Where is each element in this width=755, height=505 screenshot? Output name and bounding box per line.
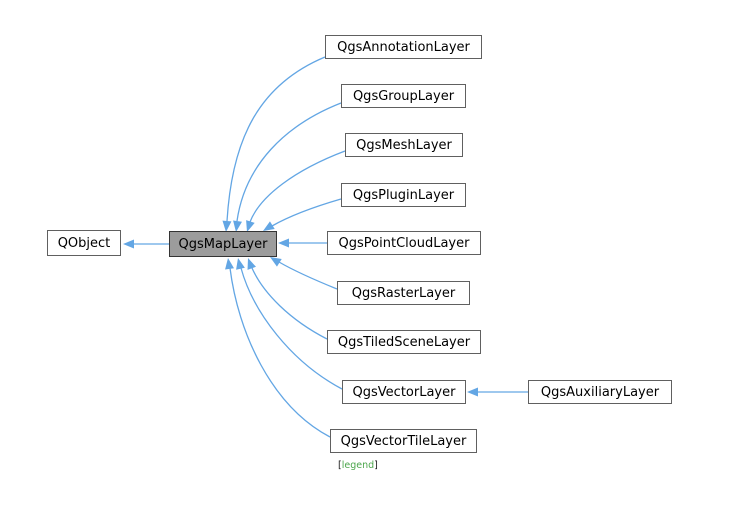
- arrowhead-icon: [278, 238, 289, 248]
- class-node-pointcloud[interactable]: QgsPointCloudLayer: [327, 231, 481, 255]
- arrowhead-icon: [467, 387, 478, 397]
- legend-open-bracket: [: [338, 460, 342, 471]
- class-node-tiledscene[interactable]: QgsTiledSceneLayer: [327, 330, 481, 354]
- legend-label: legend: [341, 460, 375, 471]
- arrowhead-icon: [233, 220, 242, 232]
- class-node-group[interactable]: QgsGroupLayer: [341, 84, 466, 108]
- class-node-auxiliary[interactable]: QgsAuxiliaryLayer: [528, 380, 672, 404]
- arrowhead-icon: [225, 258, 234, 270]
- arrowhead-icon: [270, 257, 282, 267]
- inheritance-edge-mesh-to-qgsmaplayer: [249, 150, 346, 223]
- class-node-vector[interactable]: QgsVectorLayer: [342, 380, 466, 404]
- class-node-label: QgsPointCloudLayer: [338, 235, 470, 251]
- inheritance-edge-tiledscene-to-qgsmaplayer: [251, 267, 328, 340]
- class-node-label: QgsVectorLayer: [352, 384, 456, 400]
- inheritance-edge-annotation-to-qgsmaplayer: [226, 56, 326, 222]
- class-node-label: QgsTiledSceneLayer: [337, 334, 471, 350]
- arrowhead-icon: [246, 220, 255, 232]
- inheritance-edge-plugin-to-qgsmaplayer: [271, 198, 342, 227]
- legend-close-bracket: ]: [374, 460, 378, 471]
- class-node-raster[interactable]: QgsRasterLayer: [337, 281, 470, 305]
- arrowhead-icon: [263, 221, 275, 231]
- class-node-label: QgsRasterLayer: [351, 285, 456, 301]
- legend-link[interactable]: [legend]: [338, 460, 378, 471]
- inheritance-edge-raster-to-qgsmaplayer: [278, 261, 338, 290]
- class-node-label: QgsMeshLayer: [356, 137, 452, 153]
- arrowhead-icon: [247, 258, 256, 270]
- class-node-label: QgsMapLayer: [178, 236, 268, 252]
- class-node-label: QgsAuxiliaryLayer: [540, 384, 660, 400]
- class-node-label: QgsAnnotationLayer: [337, 39, 470, 55]
- arrowhead-icon: [222, 220, 232, 232]
- class-node-label: QgsGroupLayer: [352, 88, 455, 104]
- inheritance-edge-group-to-qgsmaplayer: [236, 102, 342, 222]
- class-node-qgsmaplayer[interactable]: QgsMapLayer: [169, 231, 277, 257]
- class-node-qobject[interactable]: QObject: [47, 230, 121, 256]
- class-node-annotation[interactable]: QgsAnnotationLayer: [325, 35, 482, 59]
- arrowhead-icon: [236, 258, 245, 270]
- inheritance-edge-vector-to-qgsmaplayer: [240, 267, 343, 390]
- class-node-plugin[interactable]: QgsPluginLayer: [341, 183, 466, 207]
- class-node-vectortile[interactable]: QgsVectorTileLayer: [330, 429, 477, 453]
- arrowhead-icon: [123, 239, 134, 249]
- class-node-label: QObject: [57, 235, 111, 251]
- class-node-label: QgsPluginLayer: [352, 187, 455, 203]
- class-node-mesh[interactable]: QgsMeshLayer: [345, 133, 463, 157]
- class-node-label: QgsVectorTileLayer: [340, 433, 467, 449]
- inheritance-edge-vectortile-to-qgsmaplayer: [229, 267, 331, 438]
